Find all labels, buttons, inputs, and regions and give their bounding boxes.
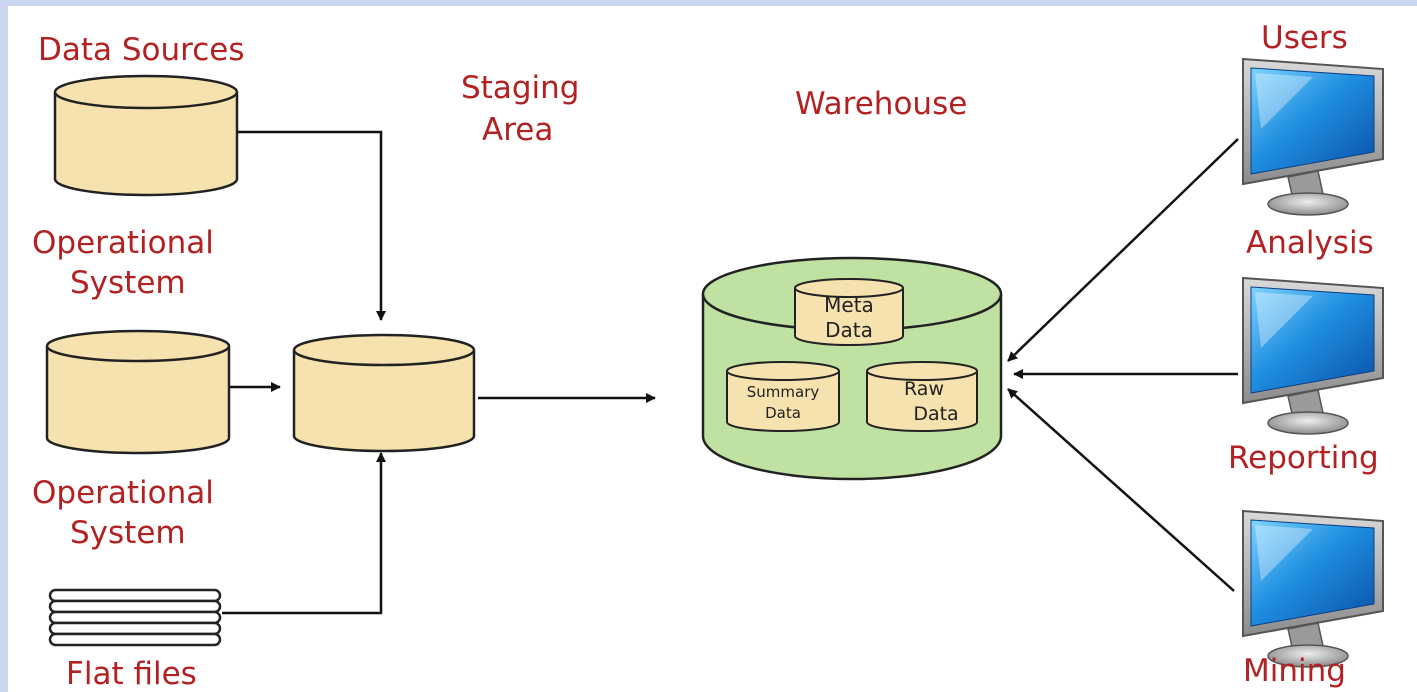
label-warehouse: Warehouse — [795, 86, 967, 122]
flat-file-stack-icon — [48, 588, 222, 647]
data-source-cylinder-1 — [53, 74, 239, 197]
staging-area-cylinder — [292, 333, 476, 453]
label-users: Users — [1261, 20, 1348, 56]
arrow-flatfiles-to-staging — [222, 452, 386, 615]
label-operational-system-2: Operational — [32, 475, 214, 511]
computer-monitor-icon — [1242, 58, 1384, 216]
arrow-source1-to-staging — [238, 130, 386, 321]
label-operational-system-1: Operational — [32, 225, 214, 261]
label-mining: Mining — [1243, 653, 1346, 689]
summary-data-cylinder — [726, 361, 840, 432]
raw-data-cylinder — [866, 361, 978, 432]
label-operational-system-1-line2: System — [70, 265, 186, 301]
label-meta-data: Meta — [824, 293, 874, 317]
label-analysis: Analysis — [1246, 225, 1374, 261]
label-raw-data-line2: Data — [913, 403, 958, 425]
computer-monitor-icon — [1242, 510, 1384, 668]
arrow-mining-to-warehouse — [1007, 388, 1235, 592]
label-flat-files: Flat files — [66, 656, 197, 692]
label-summary-data-line2: Data — [765, 404, 801, 422]
computer-monitor-icon — [1242, 277, 1384, 435]
data-source-cylinder-2 — [45, 329, 231, 455]
connector-lines — [222, 130, 1239, 615]
label-staging-area: Staging — [461, 70, 579, 106]
data-warehouse-diagram: Data Sources Operational System Operatio… — [32, 20, 1384, 692]
label-raw-data: Raw — [904, 378, 944, 400]
label-reporting: Reporting — [1228, 440, 1379, 476]
label-operational-system-2-line2: System — [70, 515, 186, 551]
label-summary-data: Summary — [747, 383, 820, 401]
arrow-users-to-warehouse — [1007, 138, 1239, 362]
diagram-canvas: Data Sources Operational System Operatio… — [8, 6, 1417, 692]
label-data-sources: Data Sources — [38, 32, 245, 68]
meta-data-cylinder — [794, 278, 904, 346]
label-meta-data-line2: Data — [825, 318, 873, 342]
label-staging-area-line2: Area — [482, 112, 553, 148]
